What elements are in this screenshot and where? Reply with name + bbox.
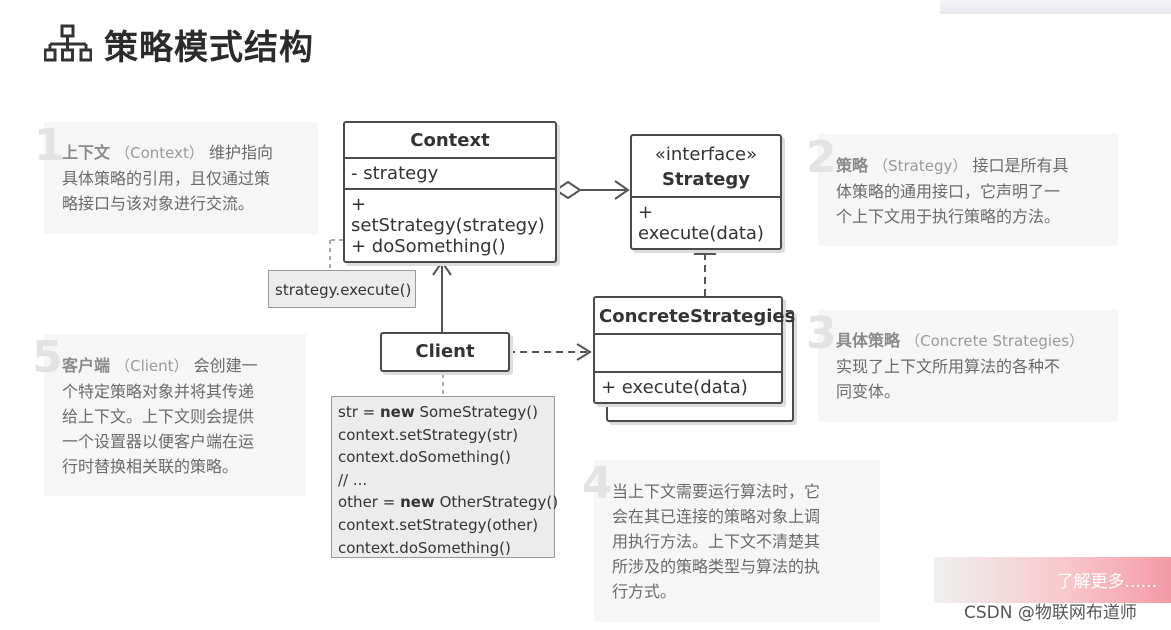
strategy-stereotype: «interface»	[654, 144, 758, 165]
note-line: 会在其已连接的策略对象上调	[612, 507, 821, 526]
note-context: 1 上下文 （Context） 维护指向 具体策略的引用，且仅通过策 略接口与该…	[34, 122, 318, 234]
note-line: 维护指向	[208, 143, 273, 162]
note-line: 个上下文用于执行策略的方法。	[836, 207, 1061, 226]
learn-more-text[interactable]: 了解更多......	[1056, 572, 1157, 592]
note-english: （Strategy）	[873, 157, 968, 175]
note-english: （Concrete Strategies）	[905, 332, 1085, 350]
note-client: 5 客户端 （Client） 会创建一 个特定策略对象并将其传递 给上下文。上下…	[32, 334, 306, 496]
page-title: 策略模式结构	[44, 22, 314, 68]
code-line: str = new SomeStrategy()	[338, 403, 538, 421]
note-line: 会创建一	[193, 356, 258, 375]
note-line: 同变体。	[836, 382, 901, 401]
note-line: 行方式。	[612, 582, 677, 601]
code-line: context.doSomething()	[338, 538, 511, 557]
note-number: 2	[806, 132, 837, 183]
concrete-strategies-box: ConcreteStrategies + execute(data)	[593, 296, 796, 404]
aggregation-arrowhead	[614, 180, 630, 200]
note-strategy: 2 策略 （Strategy） 接口是所有具 体策略的通用接口，它声明了一 个上…	[806, 134, 1118, 246]
structure-icon	[44, 24, 92, 62]
top-right-bar	[940, 0, 1171, 14]
client-concrete-arrowhead	[576, 343, 592, 361]
note-line: 个特定策略对象并将其传递	[62, 382, 255, 401]
note-number: 4	[582, 458, 613, 509]
strategy-class-name: Strategy	[661, 169, 751, 190]
note-heading: 上下文	[62, 143, 111, 162]
context-class-name: Context	[410, 130, 490, 151]
note-line: 具体策略的引用，且仅通过策	[62, 169, 271, 188]
note-line: 当上下文需要运行算法时，它	[612, 482, 821, 501]
watermark: CSDN @物联网布道师	[964, 603, 1137, 623]
context-method-setstrategy: + setStrategy(strategy)	[351, 194, 545, 236]
note-line: 给上下文。上下文则会提供	[62, 407, 255, 426]
strategy-method: + execute(data)	[632, 196, 780, 248]
client-class-name: Client	[415, 341, 475, 362]
note-line: 所涉及的策略类型与算法的执	[612, 557, 821, 576]
code-line: other = new OtherStrategy()	[338, 493, 559, 512]
note-line: 用执行方法。上下文不清楚其	[612, 532, 821, 551]
concrete-class-name: ConcreteStrategies	[599, 306, 796, 327]
concrete-fields-empty	[595, 333, 781, 371]
note-number: 5	[32, 332, 63, 383]
note-concrete: 3 具体策略 （Concrete Strategies） 实现了上下文所用算法的…	[806, 310, 1118, 422]
context-code-note: strategy.execute()	[268, 270, 416, 308]
note-number: 3	[806, 308, 837, 359]
learn-more-banner[interactable]: 了解更多......	[934, 557, 1171, 603]
note-line: 一个设置器以便客户端在运	[62, 432, 255, 451]
client-code-note: str = new SomeStrategy() context.setStra…	[331, 396, 559, 558]
client-class-box: Client	[380, 332, 510, 372]
note-line: 实现了上下文所用算法的各种不	[836, 357, 1061, 376]
note-heading: 具体策略	[836, 331, 901, 350]
strategy-header: «interface» Strategy	[632, 136, 780, 196]
note-heading: 客户端	[62, 356, 111, 375]
note-line: 行时替换相关联的策略。	[62, 457, 239, 476]
code-line: context.setStrategy(other)	[338, 515, 539, 534]
note-line: 略接口与该对象进行交流。	[62, 194, 255, 213]
note-english: （Context）	[115, 144, 204, 162]
context-methods: + setStrategy(strategy) + doSomething()	[345, 188, 555, 261]
note-number: 1	[34, 120, 65, 171]
context-note-text: strategy.execute()	[275, 281, 412, 299]
code-line: // ...	[338, 470, 368, 489]
title-text: 策略模式结构	[104, 27, 314, 68]
concrete-method: + execute(data)	[595, 371, 781, 402]
context-class-box: Context - strategy + setStrategy(strateg…	[343, 121, 557, 263]
aggregation-diamond	[554, 180, 582, 200]
code-line: context.doSomething()	[338, 448, 511, 467]
code-line: context.setStrategy(str)	[338, 425, 519, 444]
note-line: 体策略的通用接口，它声明了一	[836, 182, 1061, 201]
context-method-dosomething: + doSomething()	[351, 236, 506, 257]
strategy-interface-box: «interface» Strategy + execute(data)	[630, 134, 782, 250]
note-heading: 策略	[836, 156, 869, 175]
note-english: （Client）	[115, 357, 189, 375]
note-line: 接口是所有具	[972, 156, 1069, 175]
context-field: - strategy	[345, 157, 555, 188]
note-execution: 4 当上下文需要运行算法时，它 会在其已连接的策略对象上调 用执行方法。上下文不…	[582, 460, 880, 622]
